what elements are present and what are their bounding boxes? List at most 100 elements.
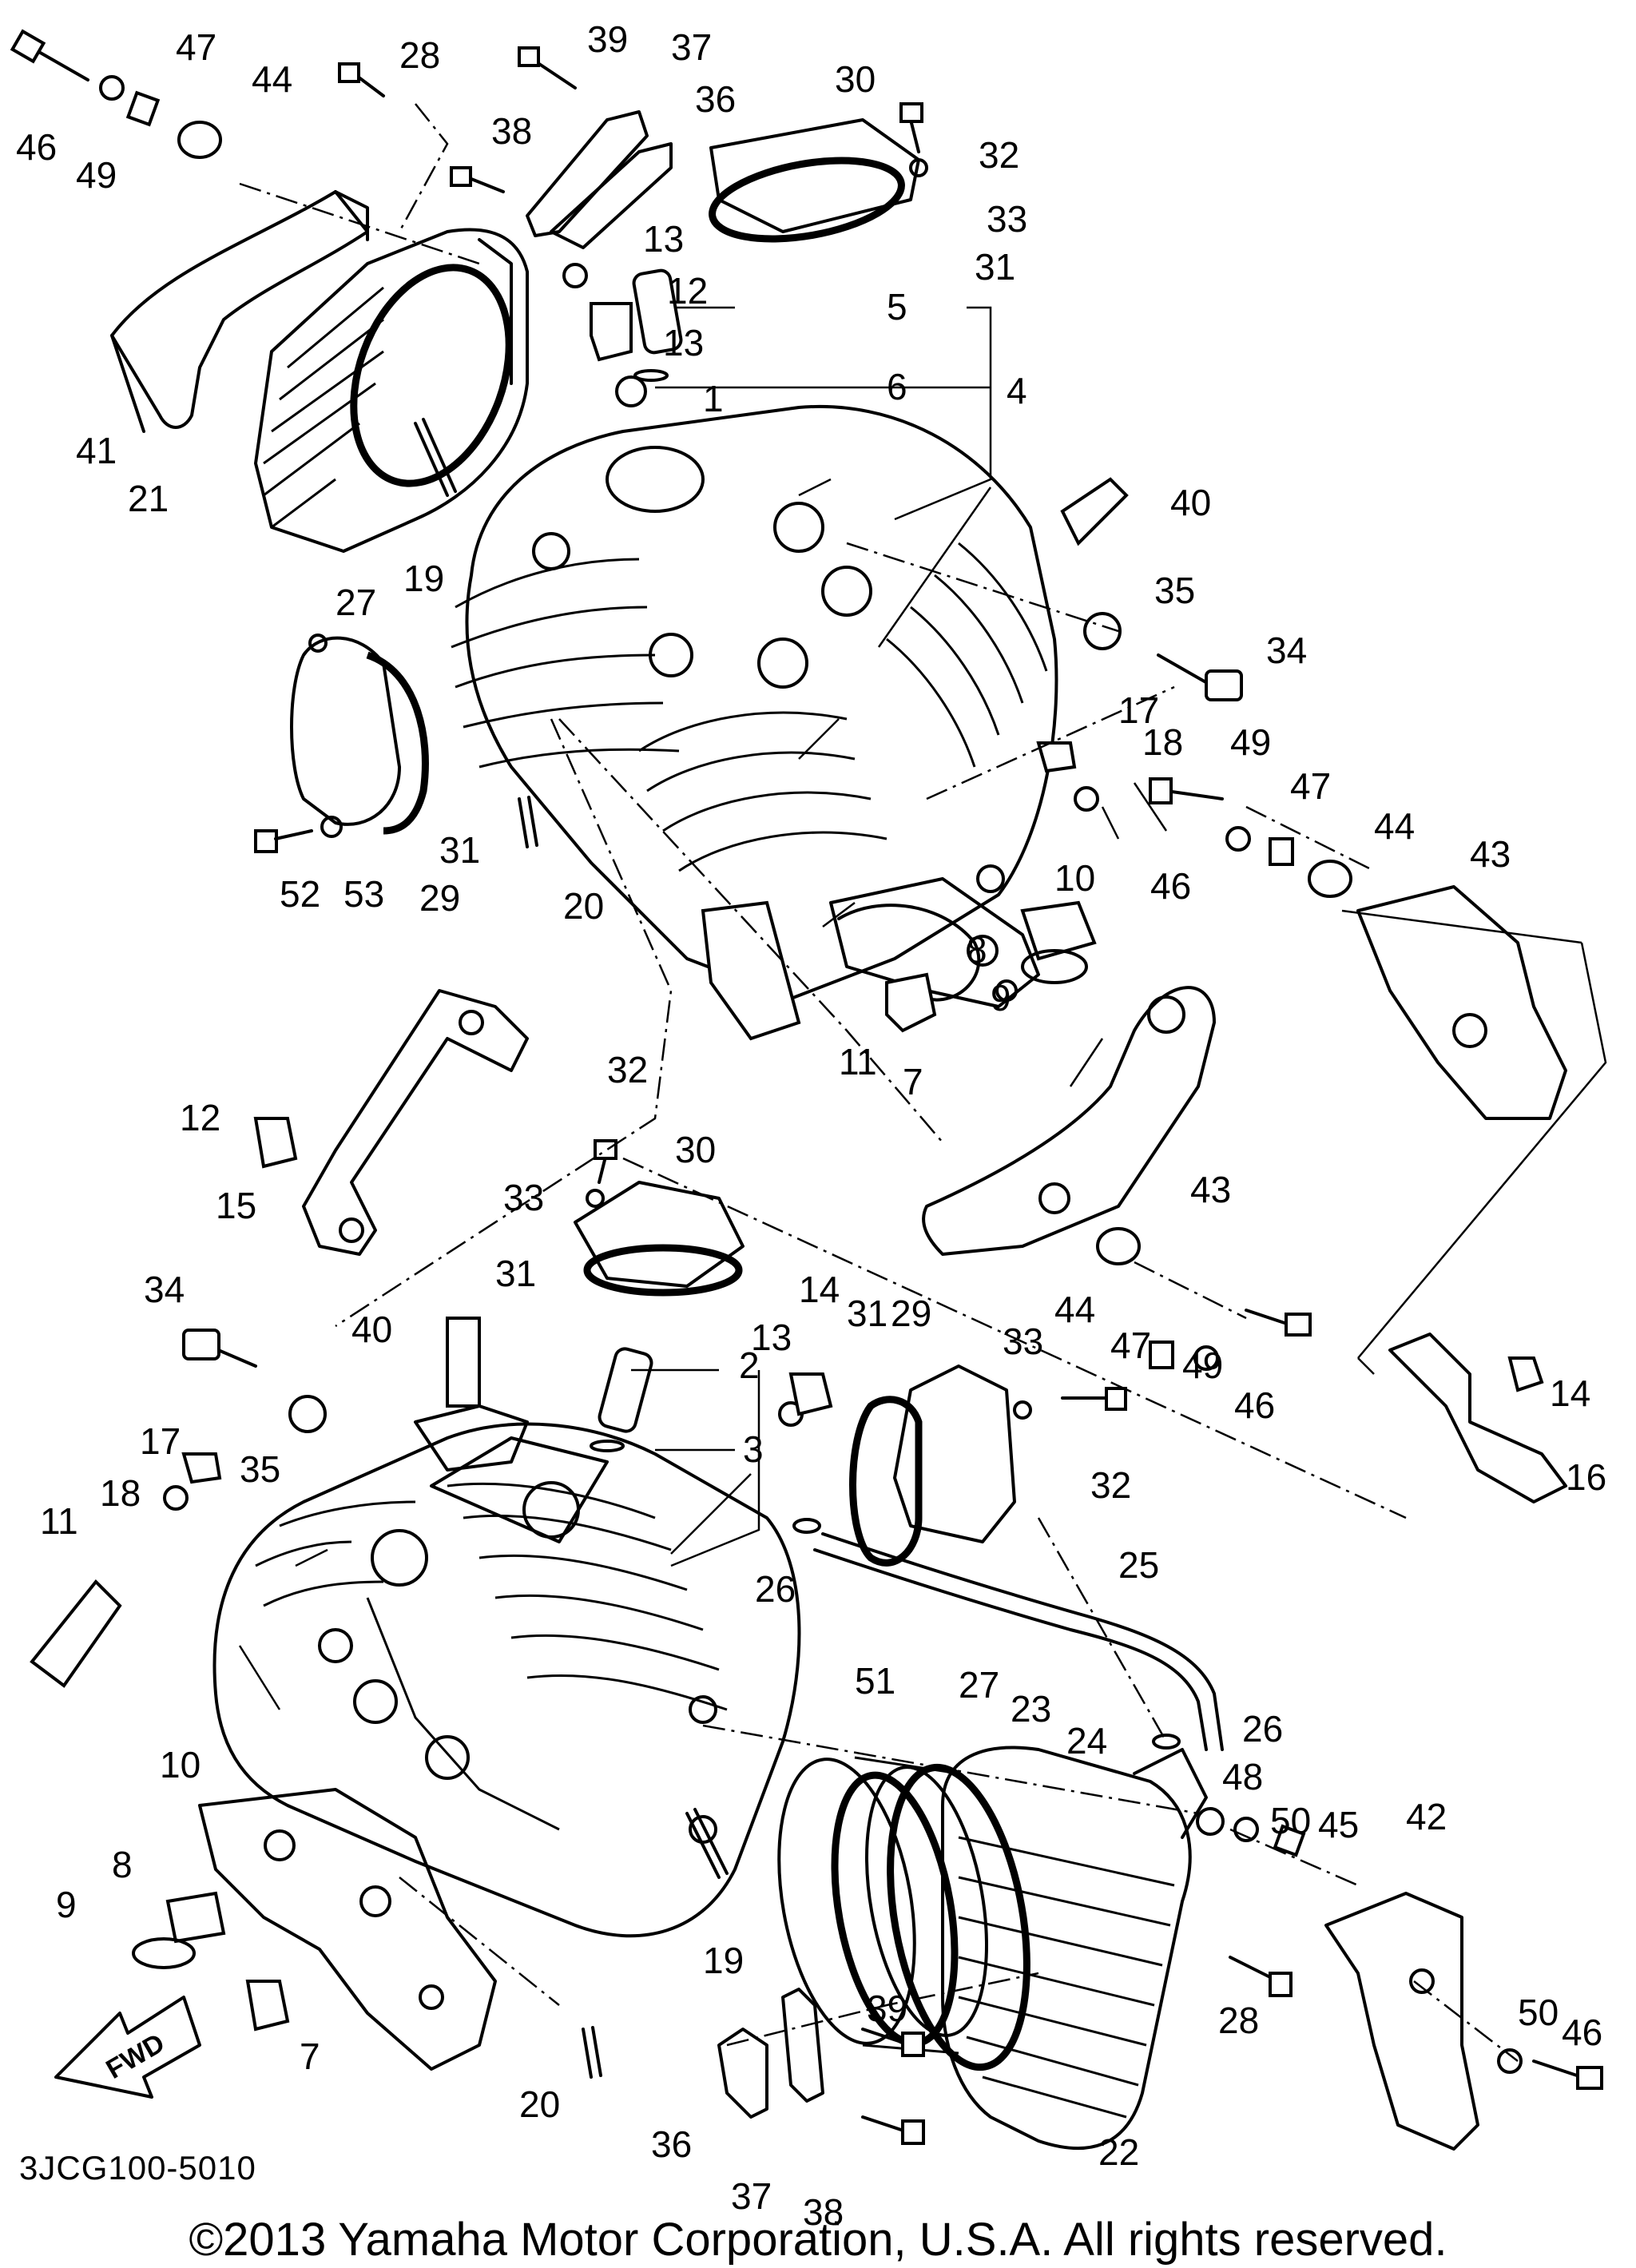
callout-33b: 33 (503, 1177, 544, 1218)
callout-30b: 30 (675, 1129, 716, 1170)
tappet-cover-29-upper (290, 634, 429, 835)
fwd-arrow: FWD (54, 1996, 201, 2099)
callout-36a: 36 (695, 78, 736, 120)
callout-7a: 7 (903, 1061, 923, 1102)
callout-8b: 8 (112, 1844, 133, 1885)
rear-cylinder (254, 228, 529, 553)
callout-38b: 38 (803, 2191, 844, 2233)
head-cover-42 (1324, 1892, 1479, 2151)
callout-52: 52 (280, 873, 320, 915)
callout-33c: 33 (1003, 1321, 1043, 1362)
small-parts (10, 29, 1603, 2145)
callout-50b: 50 (1518, 1992, 1559, 2033)
callout-44a: 44 (252, 58, 292, 100)
callout-18a: 18 (1142, 721, 1183, 763)
callout-34b: 34 (144, 1269, 185, 1310)
callout-34a: 34 (1266, 630, 1307, 671)
callout-14b: 14 (1550, 1372, 1590, 1414)
callout-32a: 32 (979, 134, 1019, 176)
callout-13a: 13 (643, 218, 684, 260)
callout-31a: 31 (975, 246, 1015, 288)
callout-11a: 11 (839, 1041, 877, 1082)
copyright-notice: ©2013 Yamaha Motor Corporation, U.S.A. A… (189, 2214, 1447, 2266)
callout-43b: 43 (1190, 1169, 1231, 1210)
callout-8a: 8 (967, 929, 987, 971)
callout-35b: 35 (240, 1448, 280, 1490)
callout-28b: 28 (1218, 2000, 1259, 2041)
callout-12a: 12 (667, 270, 708, 312)
callout-22: 22 (1098, 2131, 1139, 2173)
callout-31c: 31 (495, 1253, 536, 1294)
callout-21: 21 (128, 478, 169, 519)
callout-35a: 35 (1154, 570, 1195, 611)
callout-27b: 27 (959, 1664, 999, 1706)
stay-36-37-upper (526, 110, 673, 249)
callout-31d: 31 (847, 1293, 887, 1334)
callout-31b: 31 (439, 829, 480, 871)
callout-19b: 19 (703, 1940, 744, 1981)
callout-5: 5 (887, 286, 907, 328)
callout-9a: 9 (991, 977, 1011, 1019)
callout-16: 16 (1566, 1456, 1606, 1498)
callout-29a: 29 (419, 877, 460, 919)
front-cylinder (941, 1746, 1208, 2151)
tappet-cover-29-lower (849, 1364, 1016, 1567)
callout-37b: 37 (731, 2175, 772, 2217)
callout-49b: 49 (1230, 721, 1271, 763)
callout-7b: 7 (300, 2036, 320, 2077)
callout-14a: 14 (799, 1269, 840, 1310)
callout-49c: 49 (1182, 1345, 1223, 1386)
callout-6: 6 (887, 366, 907, 407)
callout-45: 45 (1318, 1804, 1359, 1845)
callout-19a: 19 (403, 558, 444, 599)
callout-13b: 13 (663, 322, 704, 363)
callout-41: 41 (76, 430, 117, 471)
callout-39b: 39 (867, 1988, 907, 2029)
callout-46a: 46 (16, 126, 57, 168)
front-cylinder-head (212, 1404, 801, 1938)
callout-49a: 49 (76, 154, 117, 196)
callout-13c: 13 (751, 1317, 792, 1358)
callout-10b: 10 (160, 1744, 201, 1785)
callout-48: 48 (1222, 1756, 1263, 1797)
callout-46c: 46 (1234, 1384, 1275, 1426)
stay-36-37-lower (717, 1988, 824, 2119)
stay-15 (302, 989, 529, 1256)
callout-24: 24 (1066, 1720, 1107, 1762)
fwd-label: FWD (101, 2028, 170, 2085)
callout-32b: 32 (607, 1049, 648, 1090)
callout-33a: 33 (987, 198, 1027, 240)
callout-9b: 9 (56, 1884, 77, 1925)
callout-20b: 20 (519, 2083, 560, 2125)
callout-2: 2 (739, 1345, 760, 1386)
assembly-lines (239, 103, 1519, 2062)
callout-51: 51 (855, 1660, 895, 1702)
callout-46b: 46 (1150, 865, 1191, 907)
callout-18b: 18 (100, 1472, 141, 1514)
callout-numbers: 1 2 3 4 5 6 7 7 8 8 9 9 10 10 11 11 12 1… (16, 18, 1606, 2233)
callout-1: 1 (703, 378, 724, 419)
head-cover-41 (110, 190, 369, 433)
callout-47c: 47 (1110, 1325, 1151, 1366)
callout-26a: 26 (755, 1568, 796, 1610)
rear-cylinder-head (451, 405, 1058, 1002)
callout-4: 4 (1007, 370, 1027, 411)
callout-28a: 28 (399, 34, 440, 76)
callout-30a: 30 (835, 58, 876, 100)
callout-46d: 46 (1562, 2012, 1602, 2053)
callout-25: 25 (1118, 1544, 1159, 1586)
callout-50a: 50 (1270, 1800, 1311, 1841)
callout-20a: 20 (563, 885, 604, 927)
callout-11b: 11 (40, 1500, 78, 1542)
callout-17a: 17 (1118, 689, 1159, 731)
callout-23: 23 (1011, 1688, 1051, 1730)
callout-12b: 12 (180, 1097, 220, 1138)
leader-lines (238, 306, 1607, 1710)
callout-53: 53 (343, 873, 384, 915)
callout-17b: 17 (140, 1420, 181, 1462)
callout-10a: 10 (1054, 857, 1095, 899)
callout-27a: 27 (336, 582, 376, 623)
tappet-cover-30-lower (574, 1181, 745, 1297)
head-gasket-upper (829, 877, 1040, 1008)
